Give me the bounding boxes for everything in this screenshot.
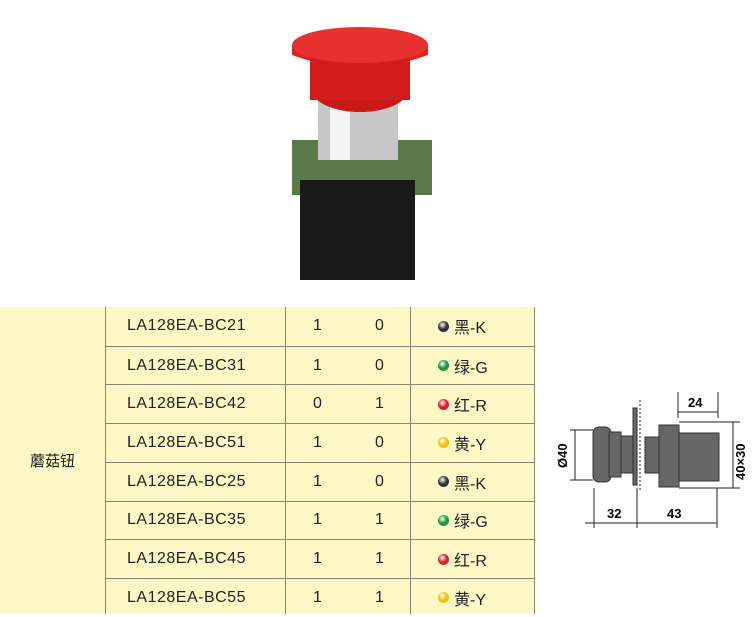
color-dot-icon xyxy=(438,360,449,372)
table-row: LA128EA-BC35 1 1 绿-G xyxy=(105,500,535,540)
dim-body: 40×30 xyxy=(733,443,745,480)
no-contacts: 1 xyxy=(313,472,322,490)
color-label: 黑-K xyxy=(454,320,487,338)
color-label: 黄-Y xyxy=(454,591,487,609)
nc-contacts: 1 xyxy=(375,511,384,529)
model-number: LA128EA-BC21 xyxy=(127,317,246,335)
color-dot-icon xyxy=(438,476,449,488)
category-cell: 蘑菇钮 xyxy=(29,453,75,470)
no-contacts: 1 xyxy=(313,356,322,374)
no-contacts: 0 xyxy=(313,395,322,413)
nc-contacts: 0 xyxy=(375,433,384,451)
table-row: LA128EA-BC55 1 1 黄-Y xyxy=(105,577,535,617)
nc-contacts: 0 xyxy=(375,472,384,490)
table-row: LA128EA-BC51 1 0 黄-Y xyxy=(105,423,535,462)
dimension-drawing: Ø40 40×30 24 32 43 xyxy=(555,392,745,528)
table-row: LA128EA-BC31 1 0 绿-G xyxy=(105,345,535,385)
nc-contacts: 0 xyxy=(375,356,384,374)
color-label: 绿-G xyxy=(454,359,488,377)
model-number: LA128EA-BC35 xyxy=(127,511,246,529)
mushroom-button-product-photo xyxy=(292,27,432,280)
dim-24: 24 xyxy=(688,395,703,410)
model-number: LA128EA-BC31 xyxy=(127,356,246,374)
divider xyxy=(105,307,106,614)
nc-contacts: 1 xyxy=(375,588,384,606)
color-label: 红-R xyxy=(454,398,487,416)
no-contacts: 1 xyxy=(313,588,322,606)
color-dot-icon xyxy=(438,553,449,565)
color-dot-icon xyxy=(438,320,449,332)
nc-contacts: 1 xyxy=(375,395,384,413)
table-row: LA128EA-BC21 1 0 黑-K xyxy=(105,307,535,346)
color-label: 黑-K xyxy=(454,475,487,493)
nc-contacts: 1 xyxy=(375,550,384,568)
dim-32: 32 xyxy=(607,506,621,521)
color-dot-icon xyxy=(438,514,449,526)
color-dot-icon xyxy=(438,398,449,410)
table-row: LA128EA-BC45 1 1 红-R xyxy=(105,539,535,578)
nc-contacts: 0 xyxy=(375,317,384,335)
color-label: 黄-Y xyxy=(454,436,487,454)
divider xyxy=(534,307,535,614)
model-number: LA128EA-BC51 xyxy=(127,433,246,451)
no-contacts: 1 xyxy=(313,511,322,529)
no-contacts: 1 xyxy=(313,433,322,451)
color-label: 绿-G xyxy=(454,514,488,532)
model-number: LA128EA-BC25 xyxy=(127,472,246,490)
model-number: LA128EA-BC55 xyxy=(127,588,246,606)
dim-43: 43 xyxy=(667,506,681,521)
divider xyxy=(410,307,411,614)
divider xyxy=(285,307,286,614)
table-row: LA128EA-BC25 1 0 黑-K xyxy=(105,461,535,501)
table-row: LA128EA-BC42 0 1 红-R xyxy=(105,384,535,423)
dim-diameter: Ø40 xyxy=(555,443,570,468)
color-dot-icon xyxy=(438,592,449,604)
color-dot-icon xyxy=(438,437,449,449)
no-contacts: 1 xyxy=(313,550,322,568)
model-number: LA128EA-BC45 xyxy=(127,550,246,568)
model-number: LA128EA-BC42 xyxy=(127,395,246,413)
color-label: 红-R xyxy=(454,553,487,571)
no-contacts: 1 xyxy=(313,317,322,335)
